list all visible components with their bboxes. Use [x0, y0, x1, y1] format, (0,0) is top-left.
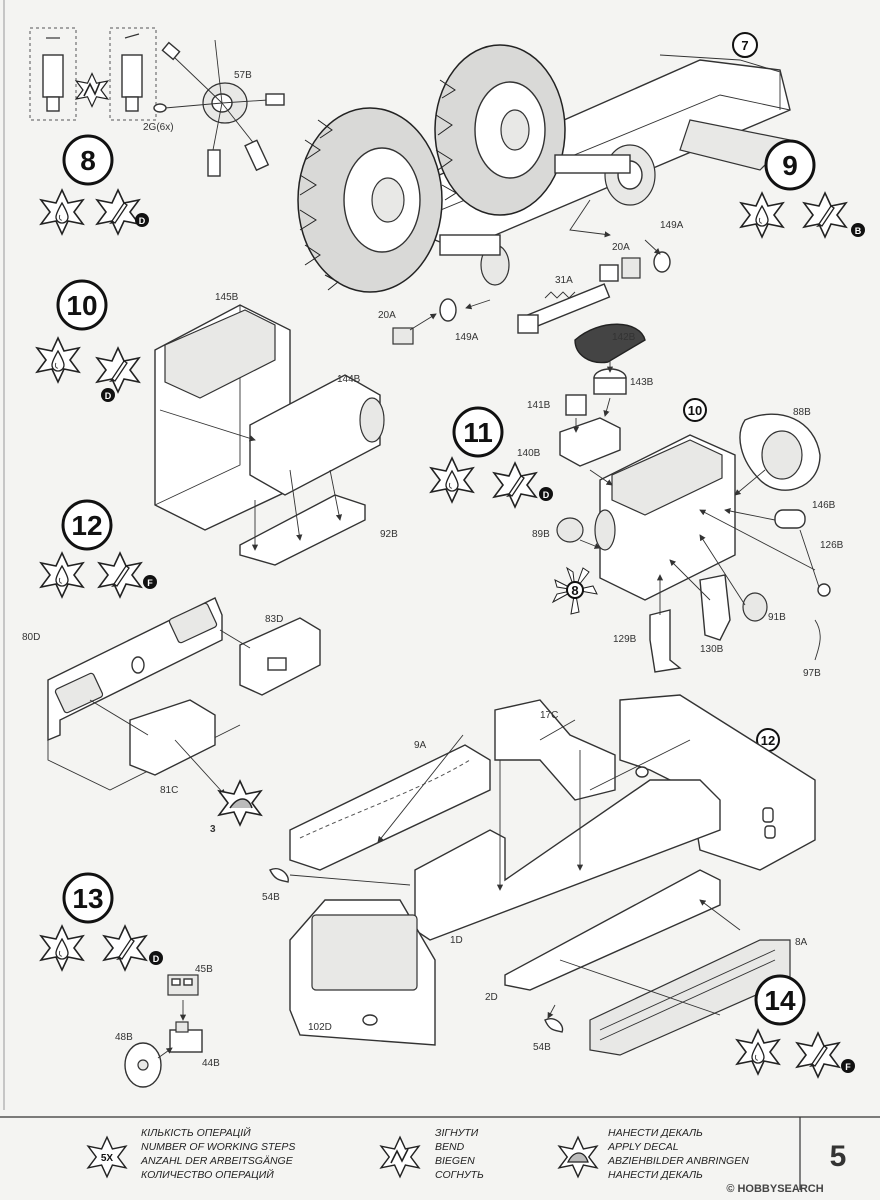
part-label-92b: 92B: [380, 529, 398, 540]
subassembly-ref: 12: [761, 733, 775, 748]
step-number: 10: [66, 290, 97, 321]
step-14-badge: 14 F: [736, 974, 855, 1078]
part-label-145b: 145B: [215, 292, 239, 303]
part-label-97b: 97B: [803, 668, 821, 679]
engine-assembly-step11: 10 8 142B 143B: [517, 323, 844, 679]
part-label-17c: 17C: [540, 710, 558, 721]
part-label-20a: 20A: [378, 310, 396, 321]
part-label-129b: 129B: [613, 634, 637, 645]
part-label-88b: 88B: [793, 407, 811, 418]
part-label-142b: 142B: [612, 332, 636, 343]
step-number: 12: [71, 510, 102, 541]
step-number: 11: [463, 417, 493, 448]
part-label-140b: 140B: [517, 448, 541, 459]
part-label-44b: 44B: [202, 1058, 220, 1069]
page-number: 5: [830, 1140, 847, 1173]
count-symbol: 5X: [101, 1153, 114, 1164]
chassis-step7: 7: [297, 32, 792, 293]
legend-decal: НАНЕСТИ ДЕКАЛЬ APPLY DECAL ABZIEHBILDER …: [558, 1127, 749, 1181]
step-9-badge: 9 B: [740, 139, 865, 238]
legend-bend: ЗІГНУТИ BEND BIEGEN СОГНУТЬ: [380, 1127, 484, 1181]
bend-detail: [29, 27, 157, 121]
step-number: 7: [741, 38, 748, 53]
legend-line: НАНЕСТИ ДЕКАЛЬ: [608, 1169, 703, 1181]
step-12-badge: 12 F: [40, 499, 157, 598]
part-label-2d: 2D: [485, 992, 498, 1003]
part-label-141b: 141B: [527, 400, 551, 411]
legend-line: ABZIEHBILDER ANBRINGEN: [607, 1155, 749, 1167]
step-11-badge: 11 D: [430, 406, 553, 508]
part-label-1d: 1D: [450, 935, 463, 946]
part-label-91b: 91B: [768, 612, 786, 623]
part-label-2g: 2G(6x): [143, 122, 174, 133]
part-label-20a: 20A: [612, 242, 630, 253]
part-label-149a: 149A: [660, 220, 684, 231]
hub-assembly: 57B 2G(6x): [143, 39, 285, 177]
subassembly-ref: 10: [688, 403, 702, 418]
part-label-54b: 54B: [533, 1042, 551, 1053]
legend-line: NUMBER OF WORKING STEPS: [141, 1141, 295, 1153]
subassembly-ref: 8: [571, 583, 578, 598]
engine-block-step10: 145B 144B 92B: [154, 292, 398, 566]
part-label-126b: 126B: [820, 540, 844, 551]
part-label-80d: 80D: [22, 632, 40, 643]
part-label-31a: 31A: [555, 275, 573, 286]
part-label-144b: 144B: [337, 374, 361, 385]
part-label-3: 3: [210, 824, 216, 835]
step-number: 13: [72, 883, 103, 914]
decal-icon: [566, 1152, 589, 1163]
lamp-parts-step13: 45B 48B 44B: [115, 964, 220, 1088]
legend-line: НАНЕСТИ ДЕКАЛЬ: [608, 1127, 703, 1139]
paint-code: D: [105, 391, 112, 401]
step-10-badge: 10 D: [36, 279, 140, 402]
paint-code: D: [153, 954, 160, 964]
paint-code: B: [855, 226, 862, 236]
part-label-83d: 83D: [265, 614, 283, 625]
legend-line: BEND: [435, 1141, 465, 1153]
step-number: 14: [764, 985, 796, 1016]
part-label-9a: 9A: [414, 740, 427, 751]
legend-footer: 5X КІЛЬКІСТЬ ОПЕРАЦІЙ NUMBER OF WORKING …: [0, 1116, 880, 1195]
step-8-badge: 8 D: [40, 134, 149, 235]
part-label-54b: 54B: [262, 892, 280, 903]
paint-code: D: [139, 216, 146, 226]
part-label-8a: 8A: [795, 937, 808, 948]
step-number: 9: [782, 150, 798, 181]
part-label-149a: 149A: [455, 332, 479, 343]
part-label-89b: 89B: [532, 529, 550, 540]
paint-code: F: [147, 578, 153, 588]
cab-panel-step12: 3 83D 80D 81C: [22, 597, 321, 835]
legend-line: ANZAHL DER ARBEITSGÄNGE: [140, 1155, 294, 1167]
watermark: © HOBBYSEARCH: [726, 1183, 823, 1195]
part-label-48b: 48B: [115, 1032, 133, 1043]
part-label-143b: 143B: [630, 377, 654, 388]
frame-assembly: 12 9A 17C 54B 1D 8A 2D 102D 54B: [262, 694, 816, 1056]
bend-icon: [390, 1148, 409, 1164]
legend-line: КІЛЬКІСТЬ ОПЕРАЦІЙ: [141, 1126, 251, 1139]
part-label-102d: 102D: [308, 1022, 332, 1033]
paint-code: D: [543, 490, 550, 500]
driveshaft-parts: 149A 20A 31A 20A 149A: [378, 199, 684, 345]
part-label-57b: 57B: [234, 70, 252, 81]
step-13-badge: 13 D: [40, 872, 163, 971]
legend-line: КОЛИЧЕСТВО ОПЕРАЦИЙ: [141, 1168, 274, 1181]
step-number: 8: [80, 145, 96, 176]
part-label-45b: 45B: [195, 964, 213, 975]
legend-line: BIEGEN: [435, 1155, 475, 1167]
part-label-146b: 146B: [812, 500, 836, 511]
paint-code: F: [845, 1062, 851, 1072]
part-label-81c: 81C: [160, 785, 178, 796]
legend-line: APPLY DECAL: [607, 1141, 679, 1153]
legend-line: ЗІГНУТИ: [435, 1127, 479, 1139]
part-label-130b: 130B: [700, 644, 724, 655]
legend-line: СОГНУТЬ: [435, 1169, 484, 1181]
legend-steps: 5X КІЛЬКІСТЬ ОПЕРАЦІЙ NUMBER OF WORKING …: [87, 1126, 295, 1181]
